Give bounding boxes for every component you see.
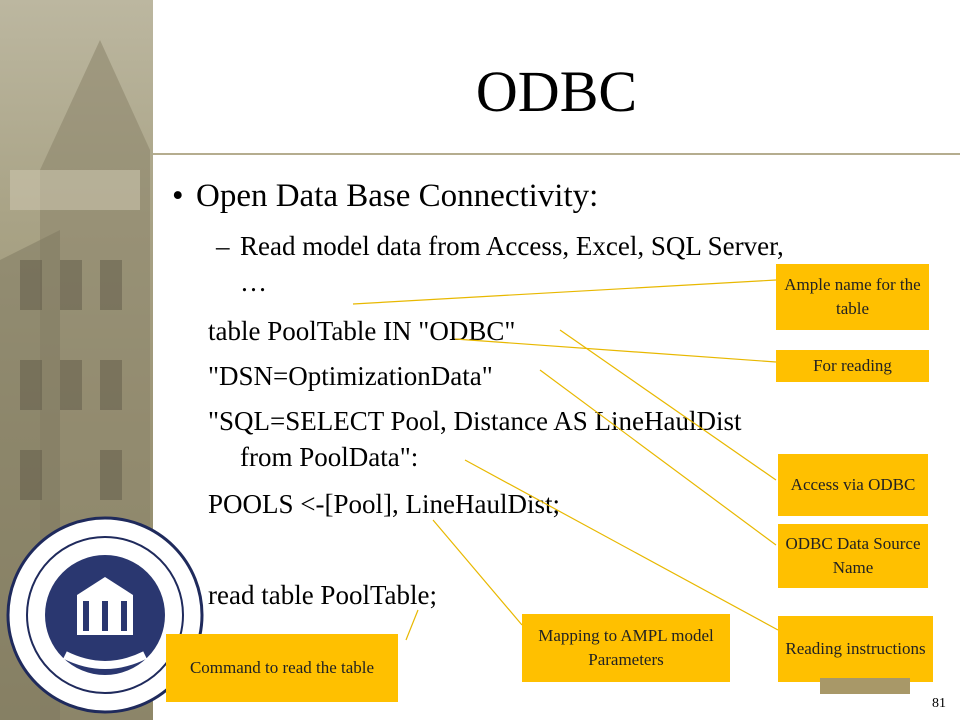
page-number: 81 [932,696,946,711]
connector-command [405,609,419,641]
connector-access-odbc [559,329,777,481]
callout-command: Command to read the table [166,634,398,702]
callout-reading-instructions: Reading instructions [778,616,933,682]
callout-ample-name: Ample name for the table [776,264,929,330]
main-bullet: • Open Data Base Connectivity: [172,178,598,215]
code-line-1: table PoolTable IN "ODBC" [208,316,516,346]
callout-for-reading: For reading [776,350,929,382]
sub-bullet-text: Read model data from Access, Excel, SQL … [240,231,784,261]
connector-reading-instructions [464,459,779,631]
title-divider [153,153,960,155]
main-bullet-text: Open Data Base Connectivity: [196,178,599,214]
slide-title: ODBC [475,59,638,124]
callout-dsn: ODBC Data Source Name [778,524,928,588]
georgia-tech-seal-icon [6,516,204,714]
sub-bullet: –Read model data from Access, Excel, SQL… [216,228,816,300]
callout-mapping: Mapping to AMPL model Parameters [522,614,730,682]
connector-mapping [432,519,523,626]
code-line-3a: "SQL=SELECT Pool, Distance AS LineHaulDi… [208,406,742,436]
dash-icon: – [216,231,230,261]
sub-bullet-ellipsis: … [240,267,267,297]
code-line-2: "DSN=OptimizationData" [208,361,493,391]
bullet-dot-icon: • [172,178,184,214]
engineering-logo-icon [820,678,910,694]
code-line-5: read table PoolTable; [208,580,438,610]
code-line-3b: from PoolData": [240,442,419,472]
callout-access-odbc: Access via ODBC [778,454,928,516]
code-line-4: POOLS <-[Pool], LineHaulDist; [208,489,560,519]
connector-dsn [539,369,777,546]
